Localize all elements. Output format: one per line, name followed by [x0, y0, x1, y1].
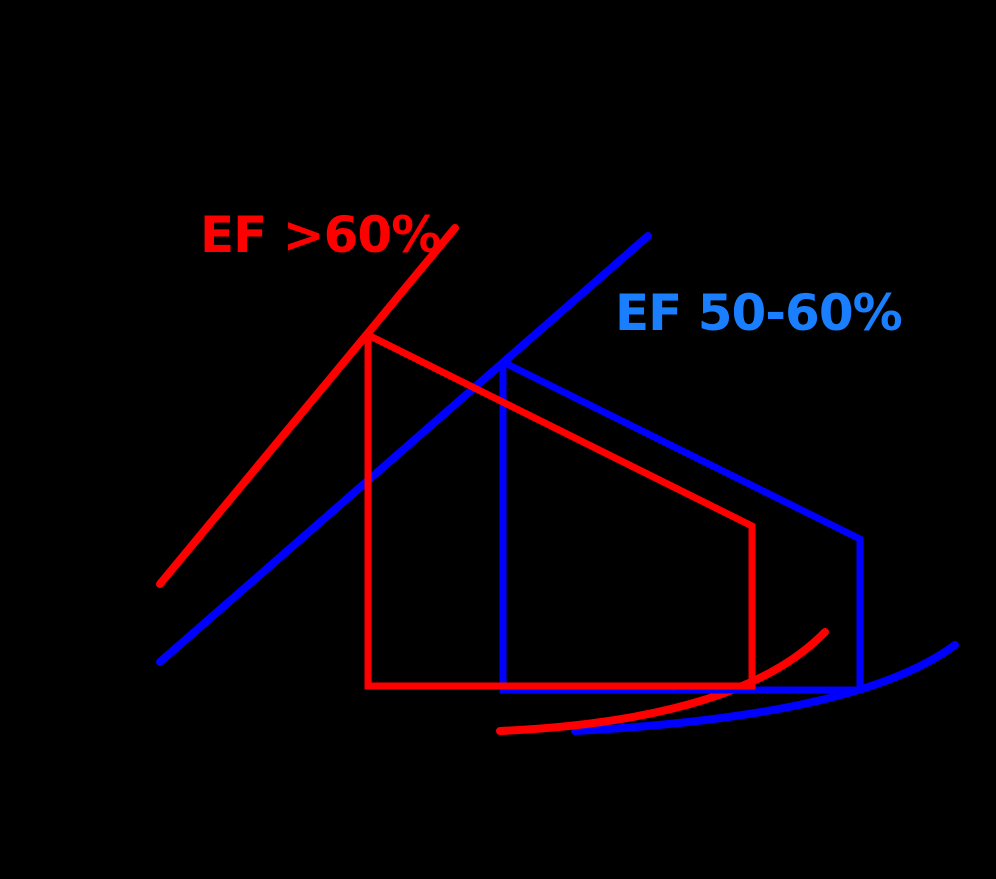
red-pv-loop — [364, 332, 756, 690]
ef-50-60-label: EF 50-60% — [615, 284, 902, 342]
blue-espvr-line — [156, 232, 652, 666]
red-espvr-line — [156, 224, 459, 588]
blue-edpvr-curve — [571, 641, 959, 735]
red-edpvr-curve — [496, 628, 829, 735]
ef-over-60-label: EF >60% — [200, 206, 440, 264]
blue-pv-loop — [499, 359, 864, 694]
